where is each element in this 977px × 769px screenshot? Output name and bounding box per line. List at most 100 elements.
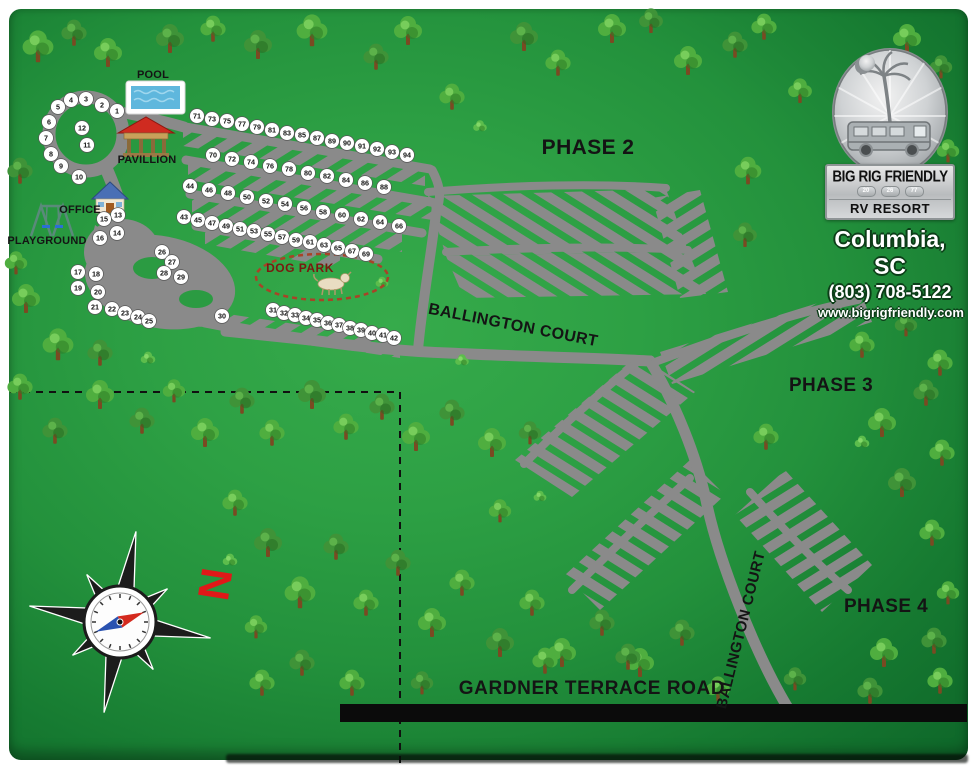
site-marker-60: 60 — [334, 207, 350, 223]
tree-icon — [129, 407, 155, 434]
site-marker-15: 15 — [96, 211, 112, 227]
svg-text:28: 28 — [160, 268, 168, 277]
site-marker-94: 94 — [399, 147, 415, 163]
site-marker-4: 4 — [63, 92, 79, 108]
office-label: OFFICE — [59, 204, 101, 216]
site-marker-30: 30 — [214, 308, 230, 324]
site-pad-band — [446, 251, 706, 298]
svg-text:53: 53 — [250, 226, 258, 235]
tree-icon — [783, 667, 807, 691]
tree-icon — [244, 30, 272, 59]
tree-icon — [244, 615, 268, 639]
tree-icon — [259, 419, 285, 446]
site-marker-50: 50 — [239, 189, 255, 205]
svg-text:87: 87 — [313, 133, 321, 142]
svg-text:13: 13 — [114, 210, 122, 219]
svg-text:69: 69 — [362, 249, 370, 258]
site-marker-11: 11 — [79, 137, 95, 153]
site-marker-69: 69 — [358, 246, 374, 262]
tree-icon — [929, 439, 955, 466]
svg-text:49: 49 — [222, 221, 230, 230]
tree-icon — [61, 19, 87, 46]
site-marker-57: 57 — [274, 229, 290, 245]
site-marker-93: 93 — [384, 144, 400, 160]
tree-icon — [7, 373, 33, 400]
svg-text:40: 40 — [368, 328, 376, 337]
site-marker-73: 73 — [204, 111, 220, 127]
site-pad-band — [660, 290, 872, 384]
tree-icon — [615, 643, 641, 670]
svg-text:37: 37 — [335, 320, 343, 329]
site-marker-52: 52 — [258, 193, 274, 209]
svg-text:18: 18 — [92, 269, 100, 278]
tree-icon — [674, 46, 702, 75]
svg-text:50: 50 — [243, 192, 251, 201]
svg-text:76: 76 — [266, 161, 274, 170]
site-marker-62: 62 — [353, 211, 369, 227]
svg-text:29: 29 — [177, 272, 185, 281]
site-marker-70: 70 — [205, 147, 221, 163]
site-pad-band — [428, 189, 688, 256]
tree-icon — [921, 627, 947, 654]
playground-icon — [29, 202, 75, 237]
tree-icon — [518, 421, 542, 445]
tree-icon — [7, 157, 33, 184]
svg-text:70: 70 — [209, 150, 217, 159]
tree-icon — [410, 671, 434, 695]
svg-text:52: 52 — [262, 196, 270, 205]
tree-icon — [222, 553, 238, 566]
svg-text:71: 71 — [193, 111, 201, 120]
tree-icon — [478, 428, 506, 457]
site-marker-10: 10 — [71, 169, 87, 185]
tree-icon — [706, 676, 730, 702]
site-marker-14: 14 — [109, 225, 125, 241]
svg-text:7: 7 — [44, 133, 48, 142]
tree-icon — [919, 519, 945, 546]
tree-icon — [532, 647, 558, 674]
tree-icon — [455, 354, 469, 366]
phase-4-label: PHASE 4 — [843, 596, 929, 617]
tree-icon — [927, 349, 953, 376]
tree-icon — [913, 379, 939, 406]
site-marker-7: 7 — [38, 130, 54, 146]
tree-icon — [222, 489, 248, 516]
svg-text:47: 47 — [208, 218, 216, 227]
svg-text:16: 16 — [96, 233, 104, 242]
svg-text:19: 19 — [74, 283, 82, 292]
tree-icon — [353, 589, 379, 616]
svg-text:89: 89 — [328, 136, 336, 145]
svg-text:54: 54 — [281, 199, 289, 208]
pool-label: POOL — [137, 69, 169, 81]
site-marker-2: 2 — [94, 97, 110, 113]
compass-needle-blue — [95, 616, 123, 632]
svg-text:1: 1 — [115, 106, 119, 115]
site-marker-67: 67 — [344, 243, 360, 259]
bottom-edge-shadow — [226, 754, 968, 763]
svg-text:6: 6 — [47, 117, 51, 126]
site-marker-18: 18 — [88, 266, 104, 282]
svg-text:8: 8 — [49, 149, 53, 158]
tree-icon — [191, 418, 219, 447]
svg-text:81: 81 — [268, 125, 276, 134]
tree-icon — [402, 422, 430, 451]
site-marker-42: 42 — [386, 330, 402, 346]
svg-text:43: 43 — [180, 212, 188, 221]
resort-logo: BIG RIG FRIENDLY 20 26 77 RV RESORT Colu… — [818, 44, 964, 320]
svg-text:26: 26 — [158, 247, 166, 256]
phase1-connector-road — [413, 201, 442, 355]
svg-text:51: 51 — [236, 224, 244, 233]
pool-icon — [125, 80, 186, 115]
tree-icon — [289, 649, 315, 676]
badge-number: 26 — [880, 186, 900, 197]
site-marker-5: 5 — [50, 99, 66, 115]
svg-text:25: 25 — [145, 316, 153, 325]
tree-icon — [849, 331, 875, 358]
svg-text:63: 63 — [320, 240, 328, 249]
tree-icon — [249, 669, 275, 696]
site-pad-band — [652, 190, 728, 298]
site-marker-56: 56 — [296, 200, 312, 216]
tree-icon — [589, 609, 615, 636]
site-marker-47: 47 — [204, 215, 220, 231]
tree-icon — [519, 589, 545, 616]
